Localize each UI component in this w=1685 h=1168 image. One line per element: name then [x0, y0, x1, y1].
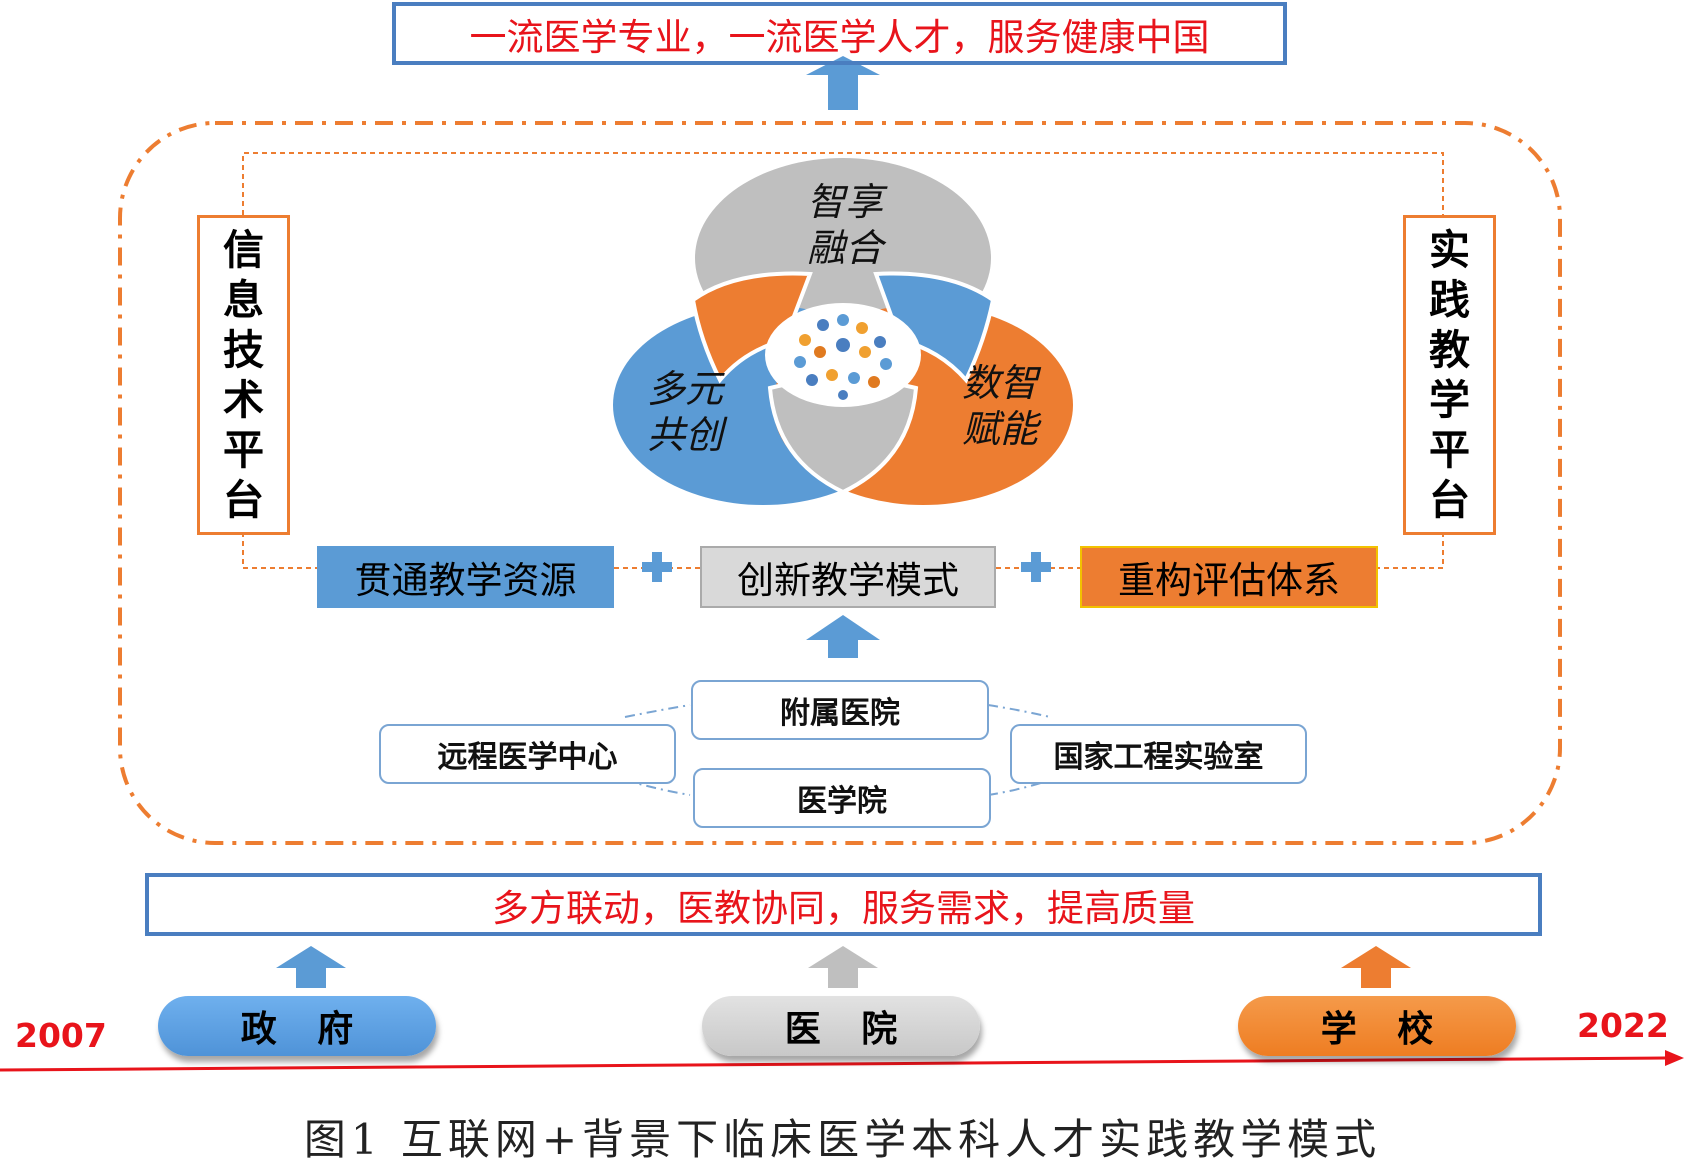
goal-arrow — [806, 56, 880, 110]
platform-char: 实 — [1429, 226, 1470, 274]
goal-box: 一流医学专业，一流医学人才，服务健康中国 — [392, 2, 1287, 65]
timeline-end-year: 2022 — [1577, 1006, 1669, 1045]
principle-text: 多方联动，医教协同，服务需求，提高质量 — [492, 886, 1195, 930]
platform-char: 信 — [223, 226, 264, 274]
platform-char: 台 — [223, 476, 264, 524]
venn-label-left: 多元 共创 — [646, 367, 723, 457]
plus-icon-right — [1021, 552, 1051, 582]
institution-affiliated-hospital: 附属医院 — [691, 680, 989, 740]
practice-teaching-platform: 实 践 教 学 平 台 — [1403, 215, 1496, 535]
info-tech-platform: 信 息 技 术 平 台 — [197, 215, 290, 535]
institution-remote-center: 远程医学中心 — [379, 724, 676, 784]
venn-label-top: 智享 融合 — [806, 180, 883, 270]
timeline-start-year: 2007 — [15, 1016, 107, 1055]
platform-char: 息 — [223, 276, 264, 324]
platform-char: 技 — [223, 326, 264, 374]
institution-links — [624, 704, 1051, 796]
venn-diagram — [613, 158, 1073, 505]
model-arrow — [806, 615, 880, 658]
hospital-arrow — [808, 946, 878, 988]
government-arrow — [276, 946, 346, 988]
social-icons-cloud — [794, 314, 892, 400]
school-arrow — [1341, 946, 1411, 988]
platform-char: 教 — [1429, 326, 1470, 374]
resource-box-right: 重构评估体系 — [1080, 546, 1378, 608]
plus-icon-left — [642, 552, 672, 582]
platform-char: 术 — [223, 376, 264, 424]
institution-national-lab: 国家工程实验室 — [1010, 724, 1307, 784]
figure-caption: 图1 互联网+背景下临床医学本科人才实践教学模式 — [303, 1114, 1382, 1164]
institution-medical-school: 医学院 — [693, 768, 991, 828]
timeline-line — [0, 1056, 1666, 1072]
platform-char: 践 — [1429, 276, 1470, 324]
platform-char: 台 — [1429, 476, 1470, 524]
platform-char: 学 — [1429, 376, 1470, 424]
stakeholder-government: 政 府 — [158, 996, 436, 1056]
platform-char: 平 — [1429, 426, 1470, 474]
stakeholder-school: 学 校 — [1238, 996, 1516, 1056]
stakeholder-hospital: 医 院 — [702, 996, 980, 1056]
principle-box: 多方联动，医教协同，服务需求，提高质量 — [145, 873, 1542, 936]
venn-label-right: 数智 赋能 — [961, 361, 1038, 451]
timeline-arrowhead — [1665, 1050, 1684, 1066]
goal-text: 一流医学专业，一流医学人才，服务健康中国 — [469, 15, 1210, 59]
platform-char: 平 — [223, 426, 264, 474]
resource-box-left: 贯通教学资源 — [317, 546, 614, 608]
resource-box-center: 创新教学模式 — [700, 546, 996, 608]
